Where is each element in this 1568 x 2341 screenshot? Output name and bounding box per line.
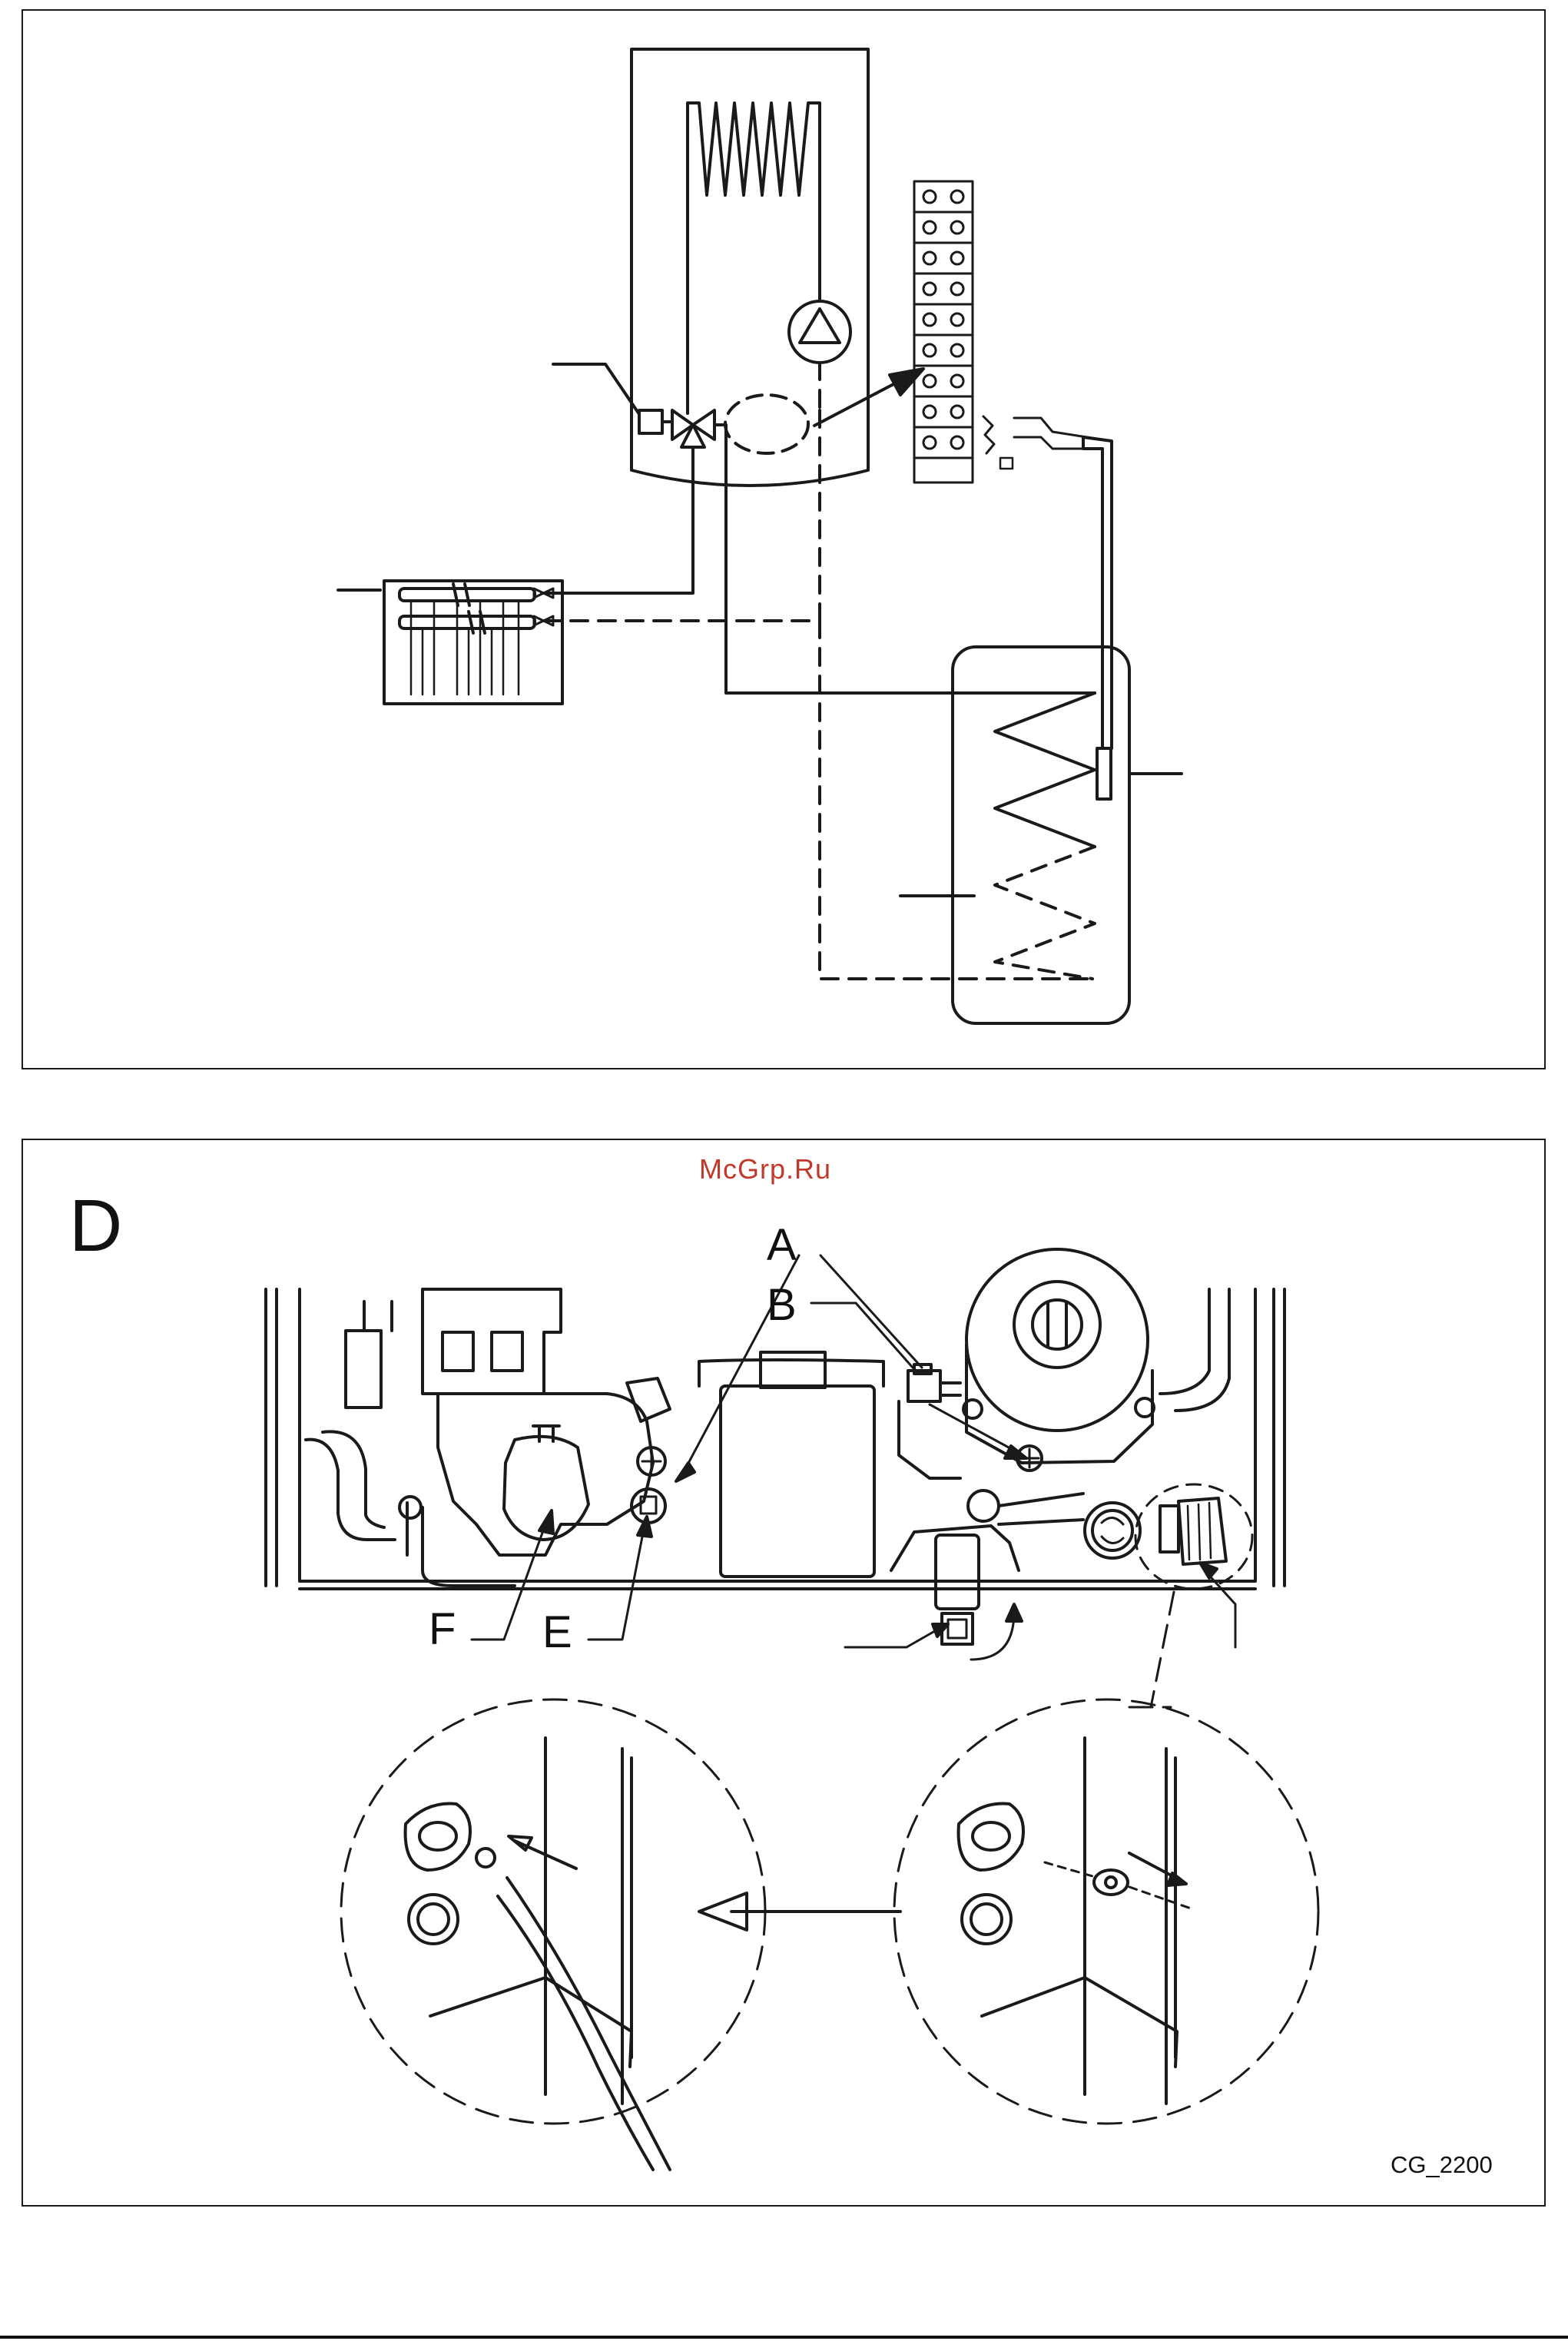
boiler-outline [632,49,868,486]
electronics-board-outline [725,395,808,453]
pump-head [1014,1282,1100,1368]
drain-hose [507,1878,670,2170]
flow-to-manifold-pipe [542,447,693,593]
expansion-vessel [721,1386,874,1577]
figure-code: CG_2200 [1391,2153,1493,2177]
tank-coil-dashed [995,847,1095,979]
pump-arrow-triangle [800,309,840,343]
left-drain-nut [399,1497,421,1518]
leader-outlet [845,1629,939,1647]
zoom-leader [1129,1592,1174,1707]
callout-a: A [767,1223,797,1268]
link-arrow-line [814,383,895,426]
heat-exchanger-coil [688,103,820,195]
return-from-tank-pipe [820,621,1092,979]
pump-outlet-pipe [899,1401,960,1478]
pump-housing [966,1249,1148,1431]
gasket-removed [1094,1870,1128,1895]
outlet-flange [891,1526,1019,1570]
terminal-block [914,181,973,482]
hydraulic-schematic [23,11,1547,1071]
diverter-valve-symbol [672,410,714,447]
detail-circle-before [894,1699,1318,2124]
tank-coil-solid [995,693,1095,847]
page-bottom-rule [0,2336,1568,2339]
diverter-valve-motor [639,410,662,433]
watermark: McGrp.Ru [699,1156,831,1183]
return-to-manifold-pipe [542,410,820,621]
hydraulic-schematic-panel [22,9,1546,1069]
valve-leader-line [553,364,639,414]
left-return-pipe [306,1440,395,1540]
callout-e: E [542,1610,572,1655]
leader-a-right [820,1255,922,1368]
flow-to-tank-pipe [714,425,1095,693]
outlet-connector [936,1535,979,1609]
callout-f: F [429,1607,456,1652]
casing-right-side [1255,1289,1285,1586]
callout-b: B [767,1283,797,1328]
tank-sensor-pocket [1097,748,1111,799]
sensor-wiring [1014,418,1112,449]
detail-d-panel: D McGrp.Ru A B F E CG_2200 [22,1139,1546,2207]
drain-valve-knob [1178,1498,1226,1564]
panel-letter: D [69,1189,122,1263]
link-arrow-head [890,369,923,395]
casing-left-side [266,1289,300,1586]
leader-e [588,1529,644,1640]
left-coupling [346,1331,381,1408]
